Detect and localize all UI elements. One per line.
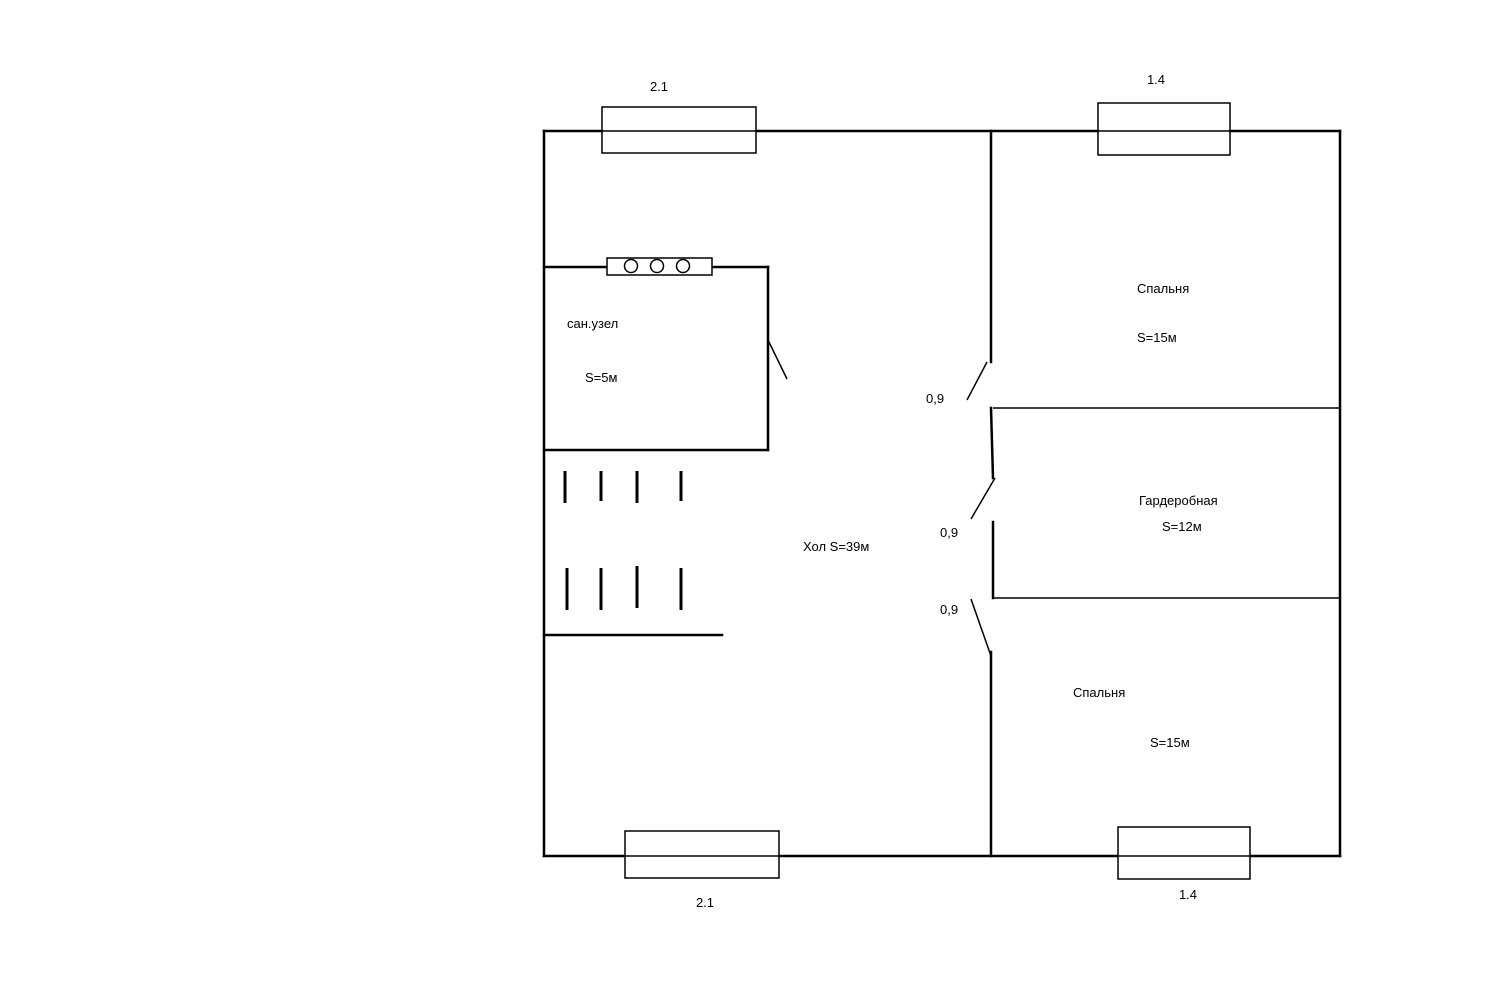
bathroom-fixture xyxy=(606,257,713,276)
window-top-right xyxy=(1097,102,1231,156)
bedroom-bottom-area: S=15м xyxy=(1150,735,1190,750)
door-label-bedroom-top: 0,9 xyxy=(926,391,944,406)
outer-walls xyxy=(542,129,1342,858)
door-label-bedroom-bottom: 0,9 xyxy=(940,602,958,617)
hall-label: Хол S=39м xyxy=(803,539,869,554)
window-label-bottom-right: 1.4 xyxy=(1179,887,1197,902)
window-label-top-left: 2.1 xyxy=(650,79,668,94)
window-top-left xyxy=(601,106,757,154)
bedroom-top-area: S=15м xyxy=(1137,330,1177,345)
window-bottom-left xyxy=(624,830,780,879)
door-swings xyxy=(966,361,996,657)
bathroom-name: сан.узел xyxy=(567,316,618,331)
wardrobe-area: S=12м xyxy=(1162,519,1202,534)
central-partition xyxy=(989,129,995,858)
bathroom-door xyxy=(767,339,788,380)
inner-partitions xyxy=(542,265,1340,637)
window-label-top-right: 1.4 xyxy=(1147,72,1165,87)
bedroom-top-name: Спальня xyxy=(1137,281,1189,296)
closet-rods xyxy=(563,471,683,610)
window-bottom-right xyxy=(1117,826,1251,880)
wardrobe-name: Гардеробная xyxy=(1139,493,1218,508)
bedroom-bottom-name: Спальня xyxy=(1073,685,1125,700)
window-label-bottom-left: 2.1 xyxy=(696,895,714,910)
bathroom-area: S=5м xyxy=(585,370,617,385)
door-label-wardrobe: 0,9 xyxy=(940,525,958,540)
